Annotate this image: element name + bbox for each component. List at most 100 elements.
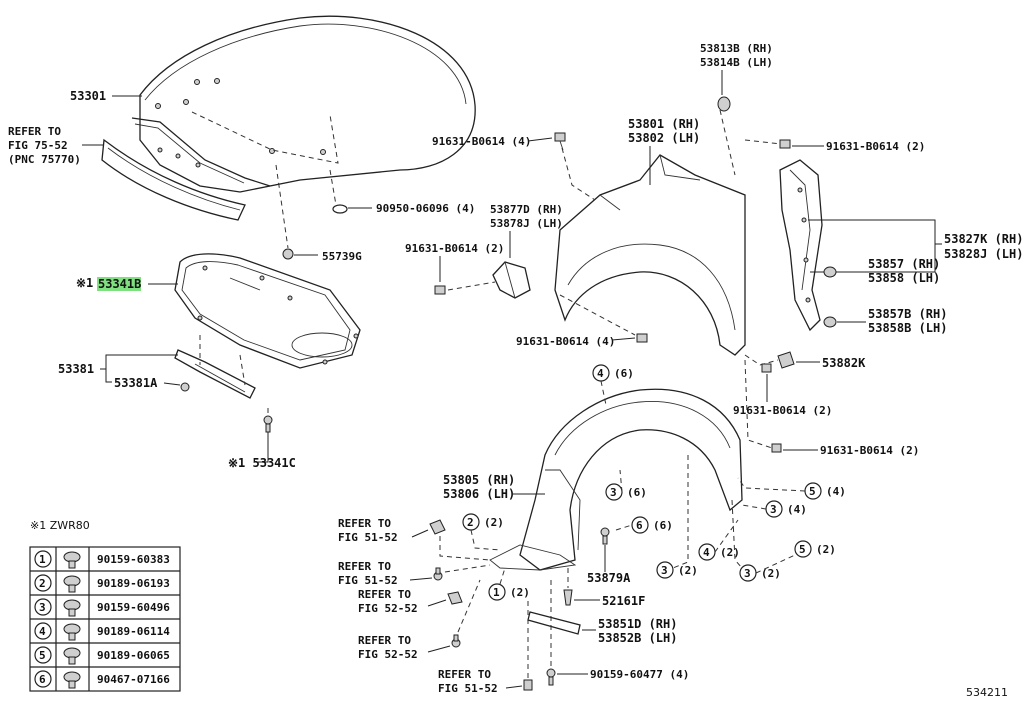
callout-2-2[interactable]: 2 (2) bbox=[462, 513, 504, 531]
label-insulator[interactable]: 53341B bbox=[98, 277, 141, 291]
label-refer-4b[interactable]: FIG 52-52 bbox=[358, 648, 418, 661]
fender-liner[interactable] bbox=[489, 388, 743, 571]
callout-5-2[interactable]: 5 (2) bbox=[794, 540, 836, 558]
front-fender[interactable] bbox=[554, 154, 746, 356]
callout-3-2a[interactable]: 3 (2) bbox=[656, 561, 698, 579]
legend-number-circle bbox=[34, 622, 52, 640]
legend-part-number: 90159-60383 bbox=[97, 553, 170, 566]
hood-to-cowl-seal[interactable] bbox=[174, 349, 256, 399]
fender-bracket[interactable] bbox=[492, 261, 531, 299]
label-53882k[interactable]: 53882K bbox=[822, 356, 866, 370]
callout-1-2[interactable]: 1 (2) bbox=[488, 583, 530, 601]
footnote: ※1 ZWR80 bbox=[30, 519, 90, 532]
clip-ref-icon[interactable] bbox=[523, 679, 533, 691]
label-cushion-lh[interactable]: 53858 (LH) bbox=[868, 271, 940, 285]
label-53879a[interactable]: 53879A bbox=[587, 571, 631, 585]
hood-insulator[interactable] bbox=[174, 253, 361, 369]
callout-3-2b[interactable]: 3 (2) bbox=[739, 564, 781, 582]
cushion-icon[interactable] bbox=[823, 316, 837, 328]
label-bolt-lower-right[interactable]: 91631-B0614 (2) bbox=[820, 444, 919, 457]
legend-part-number: 90189-06193 bbox=[97, 577, 170, 590]
legend-row[interactable]: 5 90189-06065 bbox=[34, 646, 170, 665]
label-52161f[interactable]: 52161F bbox=[602, 594, 645, 608]
clip-ref-icon[interactable] bbox=[429, 519, 446, 535]
fender-apron-seal[interactable] bbox=[779, 159, 823, 332]
hood-seal-strip[interactable] bbox=[101, 138, 246, 221]
legend-part-number: 90189-06065 bbox=[97, 649, 170, 662]
clip-53381a-icon[interactable] bbox=[180, 382, 190, 392]
callout-6-6[interactable]: 6 (6) bbox=[631, 516, 673, 534]
legend-number: 5 bbox=[39, 649, 46, 662]
label-apron-rh[interactable]: 53827K (RH) bbox=[944, 232, 1023, 246]
clip-55739g-icon[interactable] bbox=[282, 248, 294, 260]
bolt-icon[interactable] bbox=[771, 443, 782, 453]
svg-text:5: 5 bbox=[799, 543, 806, 556]
label-seal-rh[interactable]: 53851D (RH) bbox=[598, 617, 677, 631]
svg-text:4: 4 bbox=[703, 546, 710, 559]
label-refer-5b[interactable]: FIG 51-52 bbox=[438, 682, 498, 695]
label-seal-lh[interactable]: 53852B (LH) bbox=[598, 631, 677, 645]
clip-ref-icon[interactable] bbox=[447, 591, 463, 605]
screw-ref-icon[interactable] bbox=[433, 567, 443, 581]
spacer-icon[interactable] bbox=[777, 351, 795, 369]
label-clip-55739g[interactable]: 55739G bbox=[322, 250, 362, 263]
svg-text:(2): (2) bbox=[761, 567, 781, 580]
cushion-icon[interactable] bbox=[823, 266, 837, 278]
label-cushion-b-rh[interactable]: 53857B (RH) bbox=[868, 307, 947, 321]
label-cushion-rh[interactable]: 53857 (RH) bbox=[868, 257, 940, 271]
callout-4-6[interactable]: 4 (6) bbox=[592, 364, 634, 382]
label-liner-rh[interactable]: 53805 (RH) bbox=[443, 473, 515, 487]
cushion-bumper-icon[interactable] bbox=[717, 96, 731, 112]
hood-panel[interactable] bbox=[131, 15, 476, 193]
label-brkt-rh[interactable]: 53877D (RH) bbox=[490, 203, 563, 216]
label-bolt-top-left[interactable]: 91631-B0614 (4) bbox=[432, 135, 531, 148]
clip-52161f-icon[interactable] bbox=[563, 589, 573, 606]
label-bumper-lh[interactable]: 53814B (LH) bbox=[700, 56, 773, 69]
label-refer-1b[interactable]: FIG 51-52 bbox=[338, 531, 398, 544]
screw-icon[interactable] bbox=[546, 668, 556, 686]
bolt-icon[interactable] bbox=[761, 363, 772, 373]
clip-icon bbox=[63, 623, 81, 641]
label-plug[interactable]: 90950-06096 (4) bbox=[376, 202, 475, 215]
screw-ref-icon[interactable] bbox=[451, 634, 461, 648]
label-fender-rh[interactable]: 53801 (RH) bbox=[628, 117, 700, 131]
label-brkt-lh[interactable]: 53878J (LH) bbox=[490, 217, 563, 230]
label-bolt-mid-right[interactable]: 91631-B0614 (2) bbox=[733, 404, 832, 417]
callout-5-4[interactable]: 5 (4) bbox=[804, 482, 846, 500]
label-bolt-right-top[interactable]: 91631-B0614 (2) bbox=[826, 140, 925, 153]
bolt-icon[interactable] bbox=[636, 333, 648, 343]
label-bolt-fender-bottom[interactable]: 91631-B0614 (4) bbox=[516, 335, 615, 348]
label-liner-lh[interactable]: 53806 (LH) bbox=[443, 487, 515, 501]
callout-3-6[interactable]: 3 (6) bbox=[605, 483, 647, 501]
fender-seal-bottom[interactable] bbox=[527, 611, 581, 635]
label-refer-5a: REFER TO bbox=[438, 668, 491, 681]
label-hood[interactable]: 53301 bbox=[70, 89, 106, 103]
label-refer-2b[interactable]: FIG 51-52 bbox=[338, 574, 398, 587]
label-seal-a[interactable]: 53381A bbox=[114, 376, 158, 390]
callout-4-2[interactable]: 4 (2) bbox=[698, 543, 740, 561]
label-cushion-b-lh[interactable]: 53858B (LH) bbox=[868, 321, 947, 335]
clip-53879a-icon[interactable] bbox=[600, 527, 610, 545]
plug-icon[interactable] bbox=[332, 204, 348, 214]
svg-text:1: 1 bbox=[493, 586, 500, 599]
legend-number: 3 bbox=[39, 601, 46, 614]
bolt-icon[interactable] bbox=[554, 132, 566, 151]
label-clip-c[interactable]: ※1 53341C bbox=[228, 456, 296, 470]
label-refer-3b[interactable]: FIG 52-52 bbox=[358, 602, 418, 615]
label-seal[interactable]: 53381 bbox=[58, 362, 94, 376]
label-bumper-rh[interactable]: 53813B (RH) bbox=[700, 42, 773, 55]
label-apron-lh[interactable]: 53828J (LH) bbox=[944, 247, 1023, 261]
label-bolt-brkt[interactable]: 91631-B0614 (2) bbox=[405, 242, 504, 255]
bolt-icon[interactable] bbox=[434, 285, 446, 295]
label-screw-bottom[interactable]: 90159-60477 (4) bbox=[590, 668, 689, 681]
bolt-icon[interactable] bbox=[779, 139, 791, 149]
label-fender-lh[interactable]: 53802 (LH) bbox=[628, 131, 700, 145]
label-refer-hood-2[interactable]: FIG 75-52 bbox=[8, 139, 68, 152]
clip-53341c-icon[interactable] bbox=[263, 415, 273, 433]
callout-3-4[interactable]: 3 (4) bbox=[765, 500, 807, 518]
